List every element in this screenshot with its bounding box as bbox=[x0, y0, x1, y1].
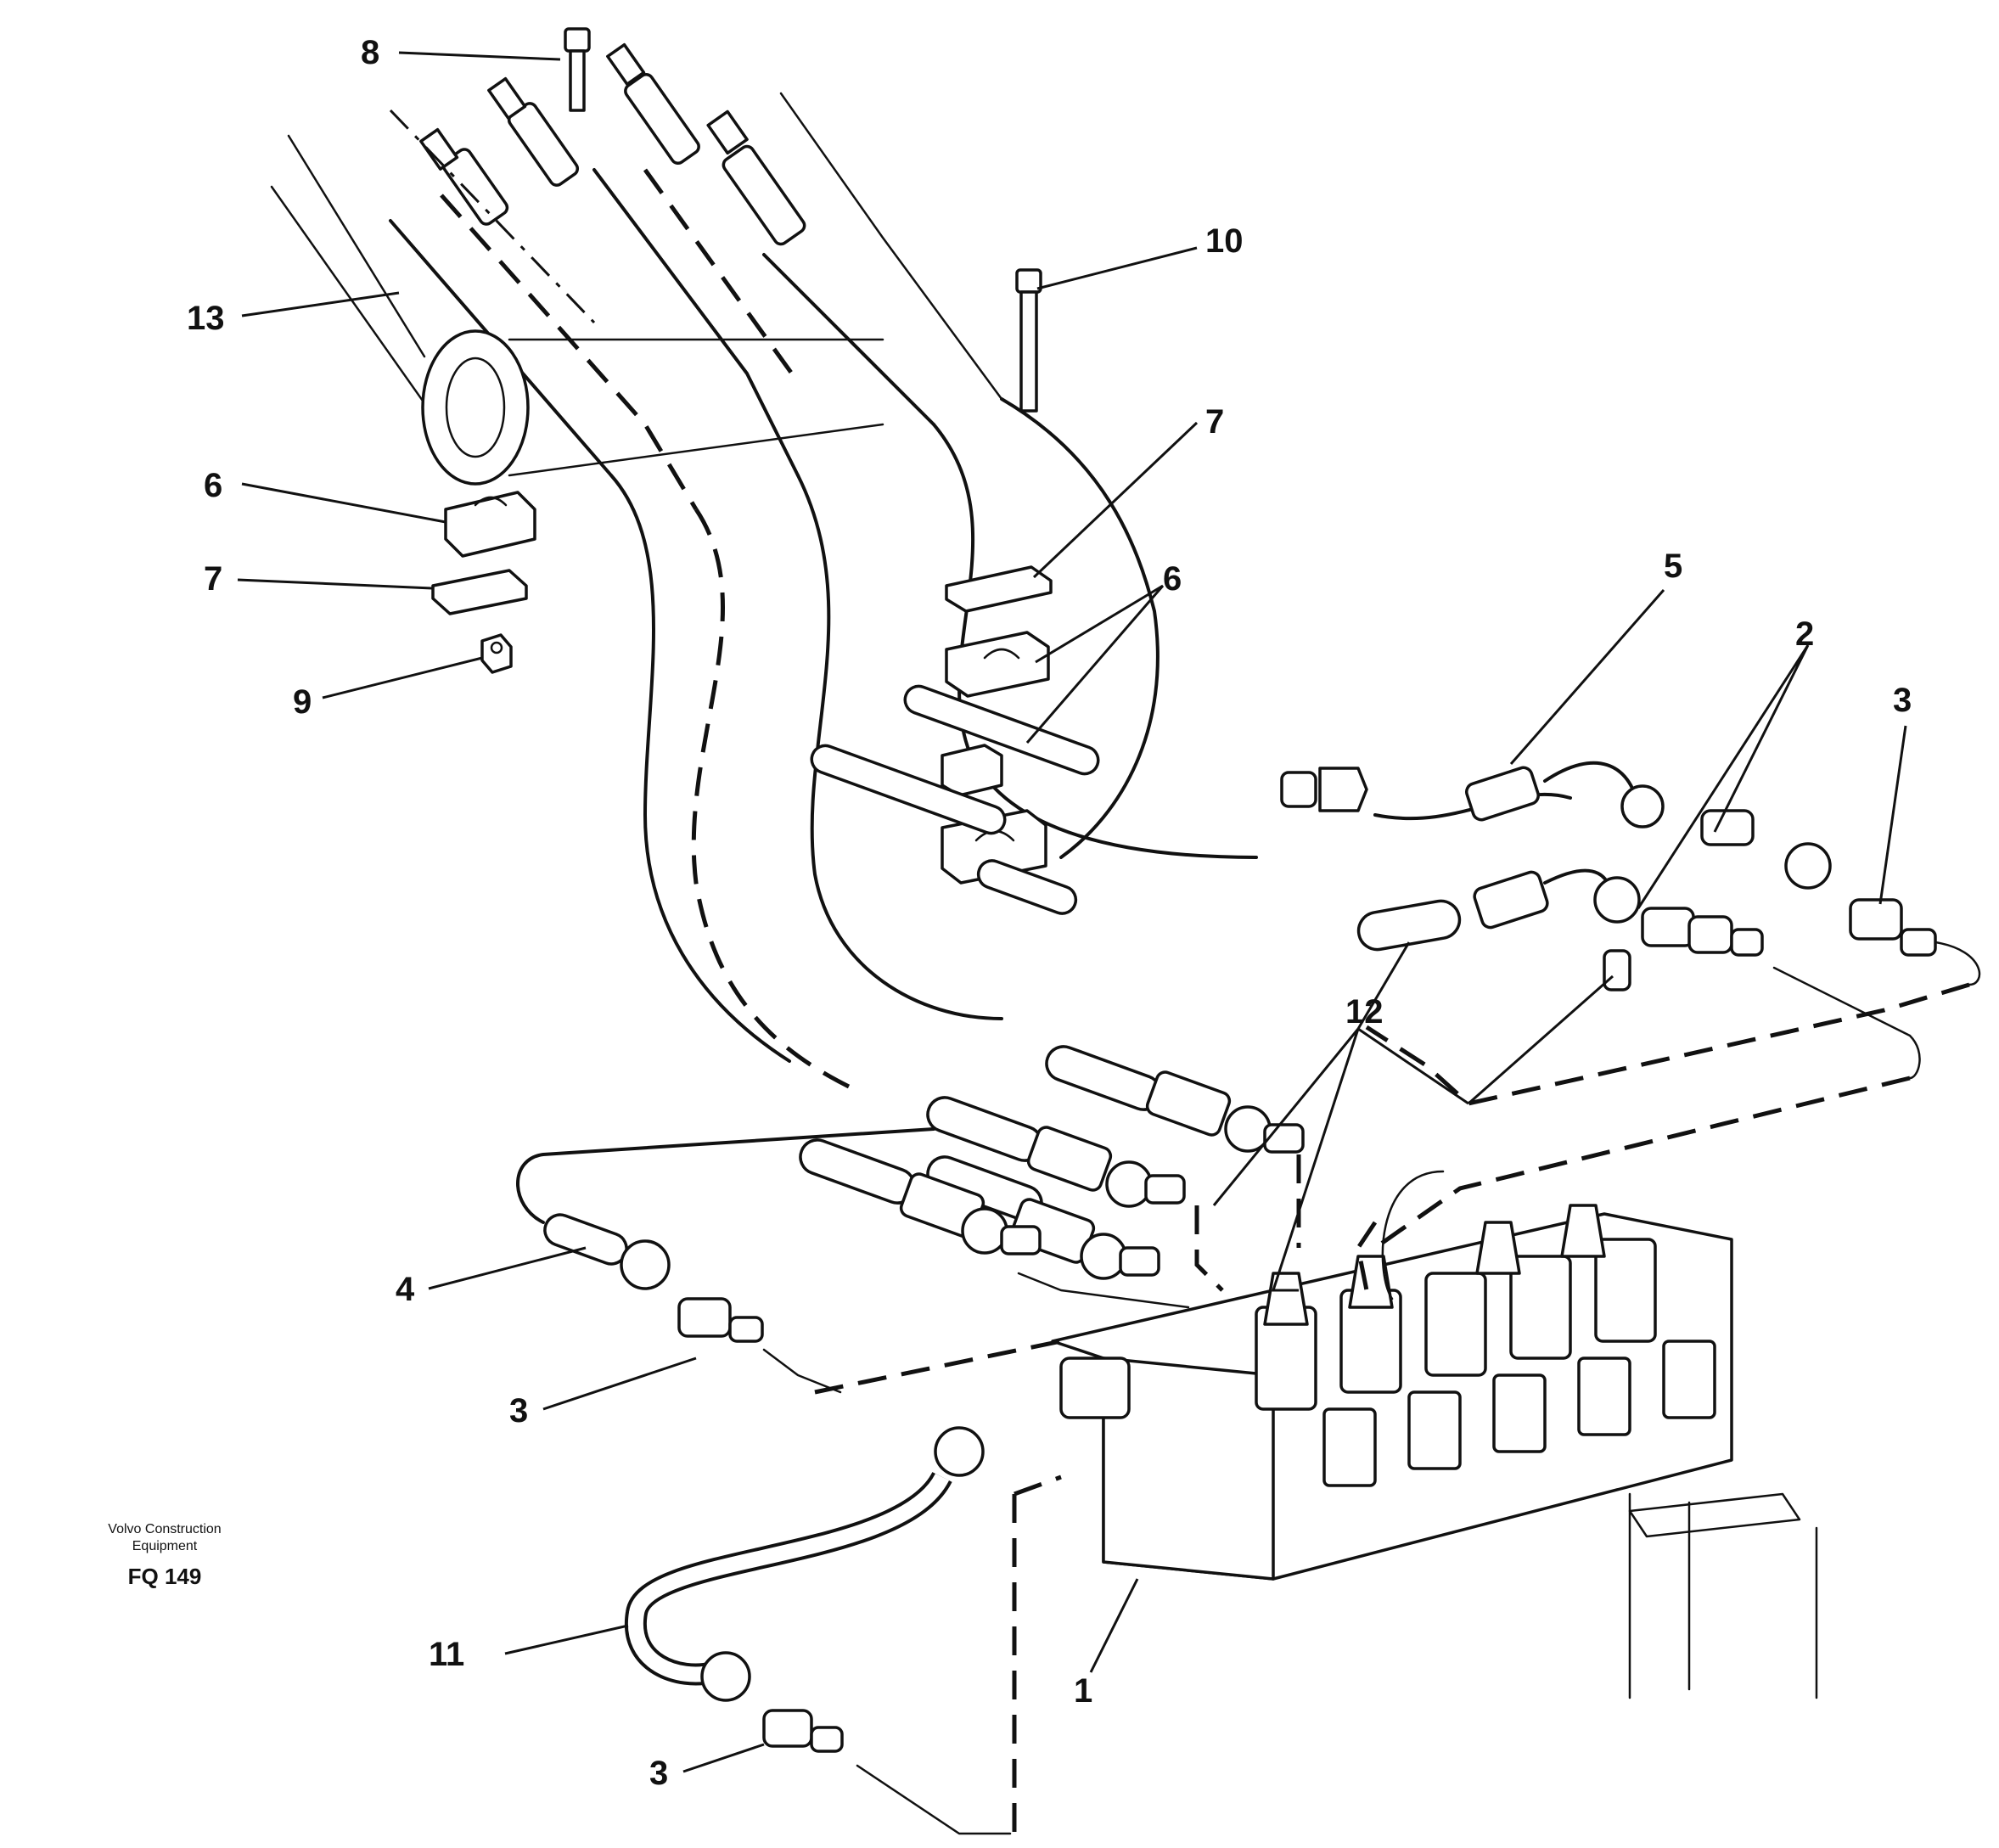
callout-12: 12 bbox=[1345, 993, 1384, 1031]
callout-13: 13 bbox=[187, 300, 225, 337]
callout-3-left: 3 bbox=[509, 1392, 528, 1430]
adapter-2a bbox=[1700, 809, 1832, 890]
hose-12 bbox=[1356, 868, 1641, 952]
dashed-routes bbox=[762, 941, 1981, 1835]
hose-5 bbox=[1280, 761, 1665, 829]
credit-line-1: Volvo Construction bbox=[108, 1522, 221, 1536]
callout-7-top: 7 bbox=[1205, 403, 1224, 441]
upper-hose-bundle bbox=[270, 42, 1258, 1089]
callout-3-bottom: 3 bbox=[649, 1755, 668, 1792]
clamp-block-a bbox=[941, 744, 1003, 797]
callout-4: 4 bbox=[396, 1271, 415, 1308]
hose-fitting-top-1 bbox=[419, 127, 509, 226]
horizontal-tube-pair bbox=[810, 684, 1100, 915]
figure-code: FQ 149 bbox=[128, 1564, 202, 1589]
callout-10: 10 bbox=[1205, 222, 1244, 260]
callout-2: 2 bbox=[1795, 615, 1814, 653]
callout-8: 8 bbox=[361, 34, 379, 71]
adapter-3-bottom bbox=[762, 1709, 844, 1753]
valve-spools bbox=[1255, 1204, 1716, 1487]
adapter-2b bbox=[1603, 907, 1695, 991]
callout-3-right: 3 bbox=[1893, 682, 1912, 719]
clamp-half-upper bbox=[444, 491, 536, 558]
hose-4 bbox=[516, 1127, 935, 1290]
leader-lines bbox=[237, 51, 1907, 1773]
callout-6-middle: 6 bbox=[1163, 560, 1182, 598]
callout-7-left: 7 bbox=[204, 560, 222, 598]
adapter-3-right bbox=[1849, 898, 1937, 957]
callout-6-left: 6 bbox=[204, 467, 222, 504]
nut-left bbox=[480, 633, 513, 674]
bolt-top bbox=[564, 27, 591, 112]
adapter-3-left bbox=[677, 1297, 764, 1343]
adapter-3-mid-right bbox=[1687, 915, 1764, 957]
callout-9: 9 bbox=[293, 683, 312, 721]
callout-5: 5 bbox=[1664, 548, 1682, 585]
bolt-long bbox=[1015, 268, 1042, 413]
hose-fitting-top-4 bbox=[706, 110, 806, 246]
hose-fitting-top-3 bbox=[606, 42, 700, 165]
hose-fitting-top-2 bbox=[487, 76, 580, 187]
hose-11 bbox=[624, 1426, 985, 1702]
pipe-clamp-ring bbox=[421, 329, 884, 486]
callout-labels: 8 13 10 7 6 7 6 9 5 2 3 12 4 3 11 1 3 bbox=[187, 34, 1912, 1792]
clamp-half-middle-top bbox=[945, 631, 1050, 698]
manufacturer-credit: Volvo Construction Equipment FQ 149 bbox=[108, 1522, 221, 1589]
callout-1: 1 bbox=[1074, 1672, 1092, 1710]
clamp-plate-left bbox=[431, 569, 528, 615]
control-valve-block bbox=[1051, 1204, 1818, 1699]
callout-11: 11 bbox=[429, 1636, 464, 1673]
credit-line-2: Equipment bbox=[132, 1539, 198, 1553]
clamp-plate-middle bbox=[945, 565, 1053, 613]
middle-hose-ends bbox=[799, 1045, 1305, 1280]
